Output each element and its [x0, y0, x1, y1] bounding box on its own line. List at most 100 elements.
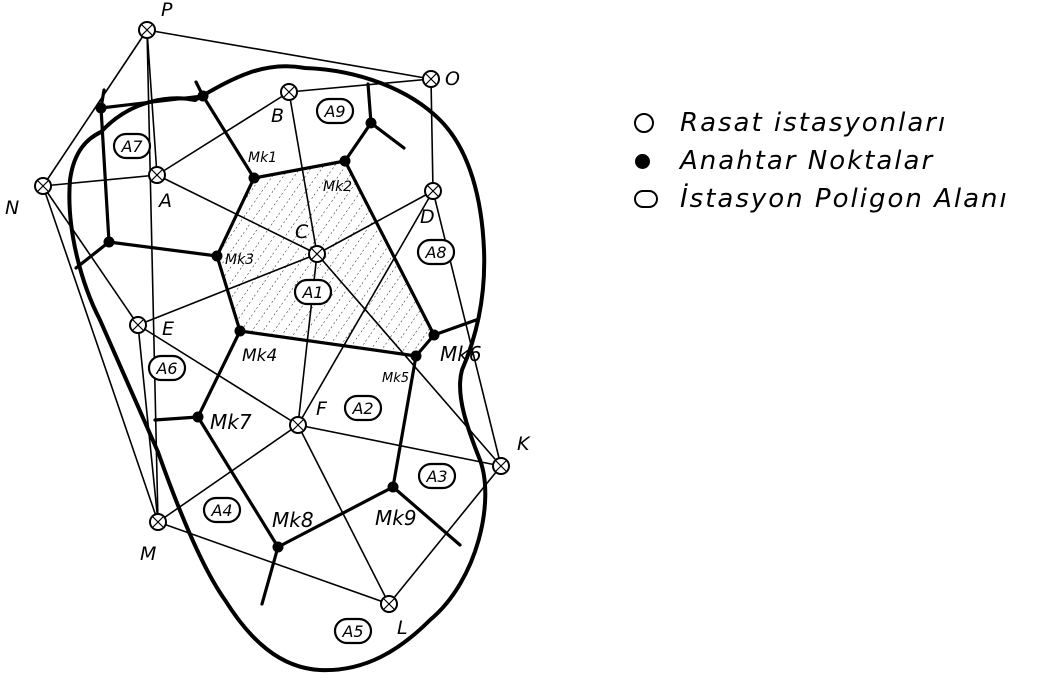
station-c: C	[295, 221, 326, 263]
area-label-a8: A8	[416, 238, 456, 266]
key-point-label: Mk4	[242, 346, 277, 366]
station-link	[42, 29, 148, 187]
key-point-mk6	[428, 329, 440, 341]
station-link	[388, 465, 502, 605]
polygon-edge	[99, 106, 111, 244]
area-label-a1: A1	[293, 278, 333, 306]
station-e: E	[129, 316, 174, 340]
svg-text:N: N	[5, 197, 19, 219]
polygon-edge	[99, 94, 205, 110]
legend-item-stations: Rasat istasyonları	[634, 104, 1054, 142]
svg-text:K: K	[517, 433, 531, 455]
polygon-edge	[107, 240, 219, 258]
polygon-edge	[366, 82, 373, 125]
key-point-mk5	[410, 350, 422, 362]
polygon-edge	[238, 329, 418, 358]
svg-text:A4: A4	[210, 501, 232, 520]
svg-text:D: D	[420, 206, 435, 228]
study-area-boundary	[67, 64, 488, 673]
svg-text:A9: A9	[323, 102, 345, 121]
station-o: O	[422, 68, 460, 90]
key-point-k3	[365, 117, 377, 129]
area-label-a4: A4	[202, 496, 242, 524]
polygon-edge	[391, 354, 418, 489]
area-label-a7: A7	[112, 132, 152, 160]
svg-text:P: P	[161, 0, 173, 21]
legend-key-points-label: Anahtar Noktalar	[680, 146, 935, 176]
station-link	[316, 253, 502, 467]
svg-text:F: F	[316, 398, 328, 420]
station-f: F	[289, 398, 328, 434]
station-link	[297, 190, 434, 426]
key-point-label: Mk9	[375, 506, 417, 530]
station-a: A	[148, 166, 172, 212]
station-b: B	[271, 83, 298, 127]
legend-item-polygon-area: İstasyon Poligon Alanı	[634, 180, 1054, 218]
svg-text:A1: A1	[301, 283, 323, 302]
station-m: M	[140, 513, 167, 565]
svg-text:A3: A3	[425, 467, 447, 486]
shaded-polygon-area	[217, 161, 434, 356]
key-point-label: Mk2	[323, 179, 352, 195]
station-link	[157, 424, 299, 523]
svg-text:A5: A5	[341, 622, 363, 641]
key-point-mk9	[387, 481, 399, 493]
station-link	[146, 29, 159, 523]
svg-text:M: M	[140, 543, 156, 565]
area-label-a9: A9	[315, 97, 355, 125]
key-point-mk3	[211, 250, 223, 262]
legend-stations-label: Rasat istasyonları	[680, 108, 948, 138]
station-link	[288, 91, 318, 255]
legend-item-key-points: Anahtar Noktalar	[634, 142, 1054, 180]
svg-text:L: L	[397, 617, 408, 639]
station-link	[430, 78, 434, 192]
svg-text:A8: A8	[424, 243, 446, 262]
station-link	[432, 190, 502, 467]
filled-circle-icon	[634, 153, 680, 169]
station-link	[288, 78, 432, 93]
polygon-edge	[74, 240, 111, 270]
svg-text:A2: A2	[351, 399, 373, 418]
area-label-a6: A6	[147, 354, 187, 382]
polygon-edge	[432, 318, 478, 337]
station-p: P	[138, 0, 173, 39]
polygon-edge	[196, 415, 280, 549]
key-point-mk2	[339, 155, 351, 167]
oval-icon	[634, 190, 680, 208]
station-link	[42, 185, 159, 523]
svg-text:C: C	[295, 221, 309, 243]
polygon-edge	[196, 329, 242, 419]
area-label-a5: A5	[333, 617, 373, 645]
polygon-edge	[201, 94, 256, 180]
station-l: L	[380, 595, 408, 639]
key-point-label: Mk1	[248, 150, 277, 166]
polygon-edge	[215, 254, 242, 333]
svg-text:B: B	[271, 105, 284, 127]
polygon-edge	[260, 545, 280, 606]
polygon-edge	[391, 485, 462, 547]
station-n: N	[5, 177, 52, 219]
station-link	[146, 29, 432, 80]
key-point-label: Mk6	[440, 342, 482, 366]
svg-text:O: O	[445, 68, 460, 90]
key-point-mk7	[192, 411, 204, 423]
polygon-edge	[153, 415, 200, 422]
area-label-a3: A3	[417, 462, 457, 490]
svg-text:A6: A6	[155, 359, 177, 378]
open-circle-icon	[634, 113, 680, 133]
key-point-label: Mk8	[272, 508, 314, 532]
key-point-k1	[95, 102, 107, 114]
station-link	[156, 91, 290, 176]
key-point-label: Mk5	[382, 371, 409, 386]
polygon-edge	[343, 121, 373, 163]
station-k: K	[492, 433, 531, 475]
key-point-mk1	[248, 172, 260, 184]
polygon-edges	[74, 80, 478, 606]
polygon-edge	[252, 159, 347, 180]
key-point-mk8	[272, 541, 284, 553]
svg-text:A7: A7	[120, 137, 143, 156]
polygon-edge	[343, 159, 436, 337]
